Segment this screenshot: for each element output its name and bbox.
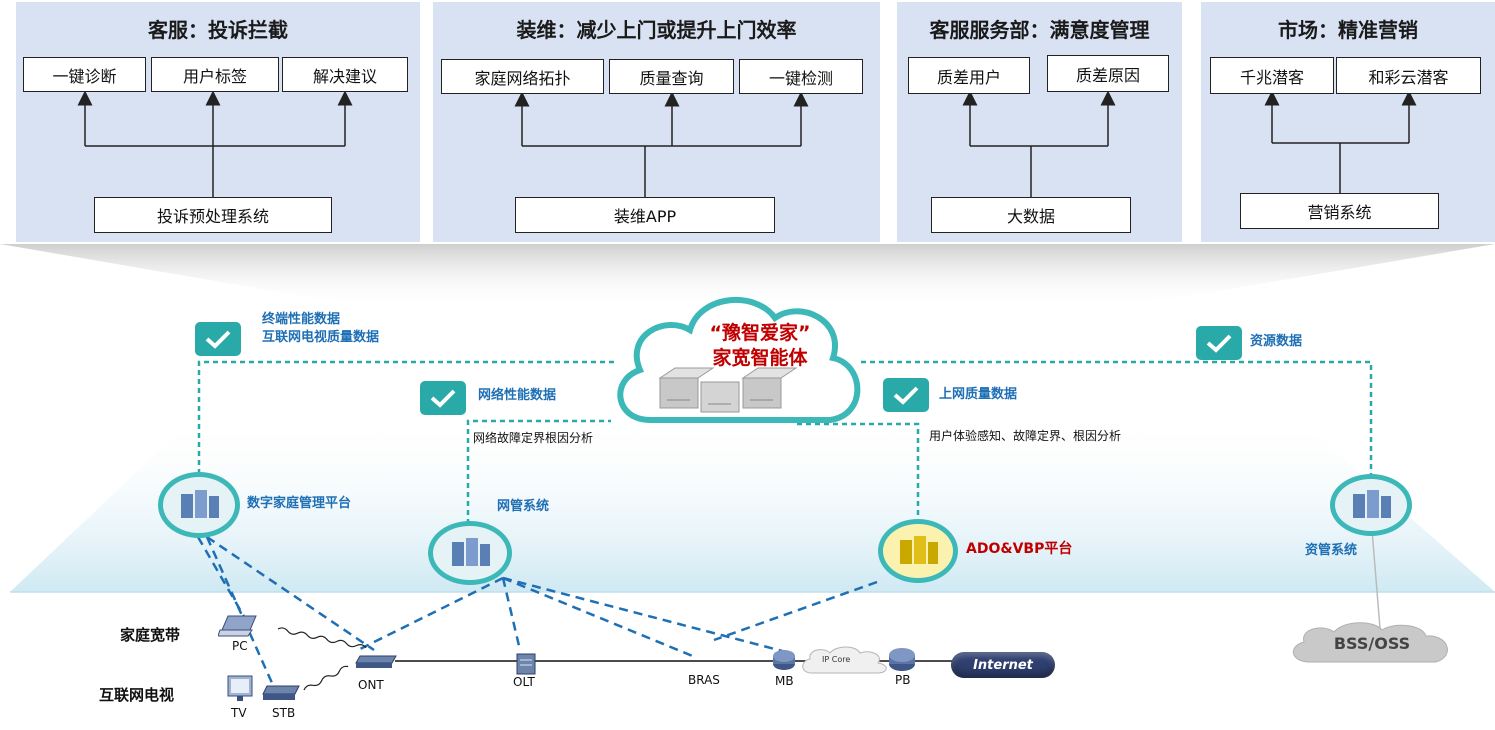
check-icon (883, 378, 929, 412)
panel-title: 装维：减少上门或提升上门效率 (516, 18, 797, 42)
bss-oss-cloud-icon (1293, 622, 1448, 663)
check-icon (420, 381, 466, 415)
check-icon (195, 322, 241, 356)
tv-icon (227, 675, 253, 701)
laptop-icon (218, 615, 257, 637)
server-icon (658, 367, 798, 413)
box-home-topology: 家庭网络拓扑 (441, 59, 604, 94)
panel-title: 客服服务部：满意度管理 (929, 18, 1150, 42)
box-poor-users: 质差用户 (908, 57, 1030, 94)
stb-icon (262, 685, 300, 700)
box-poor-reasons: 质差原因 (1047, 55, 1169, 92)
cloud-title-line1: “豫智爱家” (709, 322, 811, 344)
label-network-analysis: 网络故障定界根因分析 (473, 431, 594, 445)
label-mb: MB (775, 674, 794, 688)
box-cloud-prospects: 和彩云潜客 (1336, 57, 1481, 94)
label-home-broadband: 家庭宽带 (120, 626, 181, 644)
label-olt: OLT (513, 675, 535, 689)
label-bras: BRAS (688, 673, 720, 687)
box-gigabit-prospects: 千兆潜客 (1210, 57, 1334, 94)
label-internet-quality: 上网质量数据 (939, 387, 1018, 402)
box-marketing-system: 营销系统 (1240, 193, 1439, 229)
node-nms (428, 521, 512, 585)
box-user-tags: 用户标签 (151, 57, 279, 92)
box-installation-app: 装维APP (515, 197, 775, 233)
server-cluster-icon (452, 538, 490, 566)
router-icon (889, 648, 915, 671)
label-user-analysis: 用户体验感知、故障定界、根因分析 (929, 429, 1122, 443)
label-pc: PC (232, 639, 248, 653)
bss-link (1371, 529, 1381, 629)
server-cluster-icon (181, 490, 219, 518)
label-ip-core: IP Core (822, 655, 851, 664)
label-tv: TV (231, 706, 247, 720)
box-solution-advice: 解决建议 (282, 57, 408, 92)
server-cluster-icon (900, 536, 938, 564)
node-digital-home (158, 472, 240, 538)
wifi-link-pc (277, 627, 367, 649)
label-terminal-data: 终端性能数据 (262, 312, 341, 327)
label-pb: PB (895, 673, 911, 687)
label-iptv: 互联网电视 (99, 686, 175, 704)
ont-icon (355, 655, 397, 668)
label-iptv-quality: 互联网电视质量数据 (262, 330, 380, 345)
olt-icon (516, 653, 536, 675)
node-ado-vbp (878, 519, 958, 583)
label-ont: ONT (358, 678, 384, 692)
panel-title: 市场：精准营销 (1278, 18, 1418, 42)
internet-badge: Internet (951, 652, 1055, 678)
node-resource-mgmt (1330, 474, 1412, 536)
ip-core-cloud-icon (802, 646, 887, 674)
check-icon (1196, 326, 1242, 360)
label-bss-oss: BSS/OSS (1333, 634, 1411, 653)
label-ado-vbp: ADO&VBP平台 (966, 541, 1073, 557)
cloud-shape (617, 296, 861, 423)
label-network-perf: 网络性能数据 (478, 388, 557, 403)
panel-connectors (77, 90, 1417, 197)
label-stb: STB (272, 706, 296, 720)
label-nms: 网管系统 (497, 499, 550, 514)
router-icon (773, 650, 795, 670)
server-cluster-icon (1353, 490, 1391, 518)
label-digital-home: 数字家庭管理平台 (247, 496, 352, 511)
wifi-link-stb (303, 665, 349, 691)
box-complaint-system: 投诉预处理系统 (94, 197, 332, 233)
box-one-click-test: 一键检测 (739, 59, 863, 94)
panel-shadow (0, 244, 1495, 306)
label-resource-mgmt: 资管系统 (1305, 543, 1358, 558)
cloud-title-line2: 家宽智能体 (712, 347, 808, 369)
panel-title: 客服：投诉拦截 (148, 18, 288, 42)
label-resource-data: 资源数据 (1250, 334, 1303, 349)
box-one-click-diagnosis: 一键诊断 (23, 57, 146, 92)
box-big-data: 大数据 (931, 197, 1131, 233)
box-quality-query: 质量查询 (609, 59, 734, 94)
platform-plane (10, 412, 1495, 592)
